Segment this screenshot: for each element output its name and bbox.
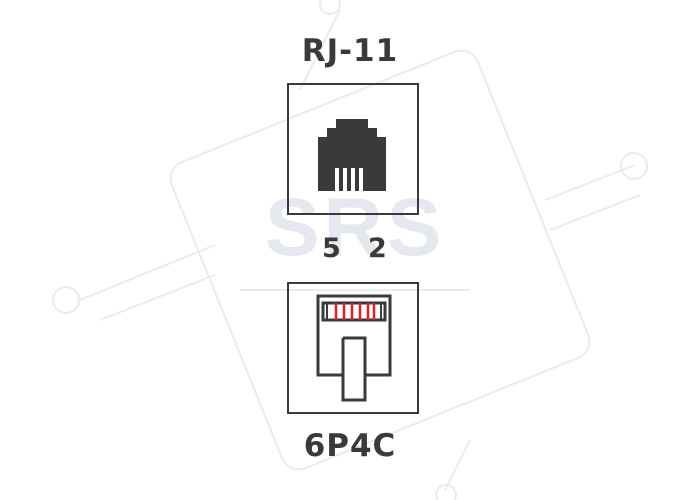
watermark-text: SRS (265, 182, 446, 273)
pin-number-right: 2 (368, 233, 387, 264)
pin-number-left: 5 (322, 233, 341, 264)
connector-type-label-bottom: 6P4C (303, 428, 397, 464)
rj11-jack-icon (318, 119, 386, 191)
watermark-node-right (620, 152, 648, 180)
watermark: SRS (52, 0, 648, 500)
plug-contact-pins (334, 303, 376, 320)
rj11-jack-box (287, 83, 419, 215)
rj11-plug-box (287, 282, 419, 414)
watermark-node-left (52, 286, 80, 314)
watermark-node-top (319, 0, 341, 15)
connector-type-label-top: RJ-11 (301, 33, 399, 69)
rj11-plug-icon (316, 294, 392, 402)
watermark-node-bottom (435, 484, 457, 500)
watermark-frame (169, 49, 591, 471)
